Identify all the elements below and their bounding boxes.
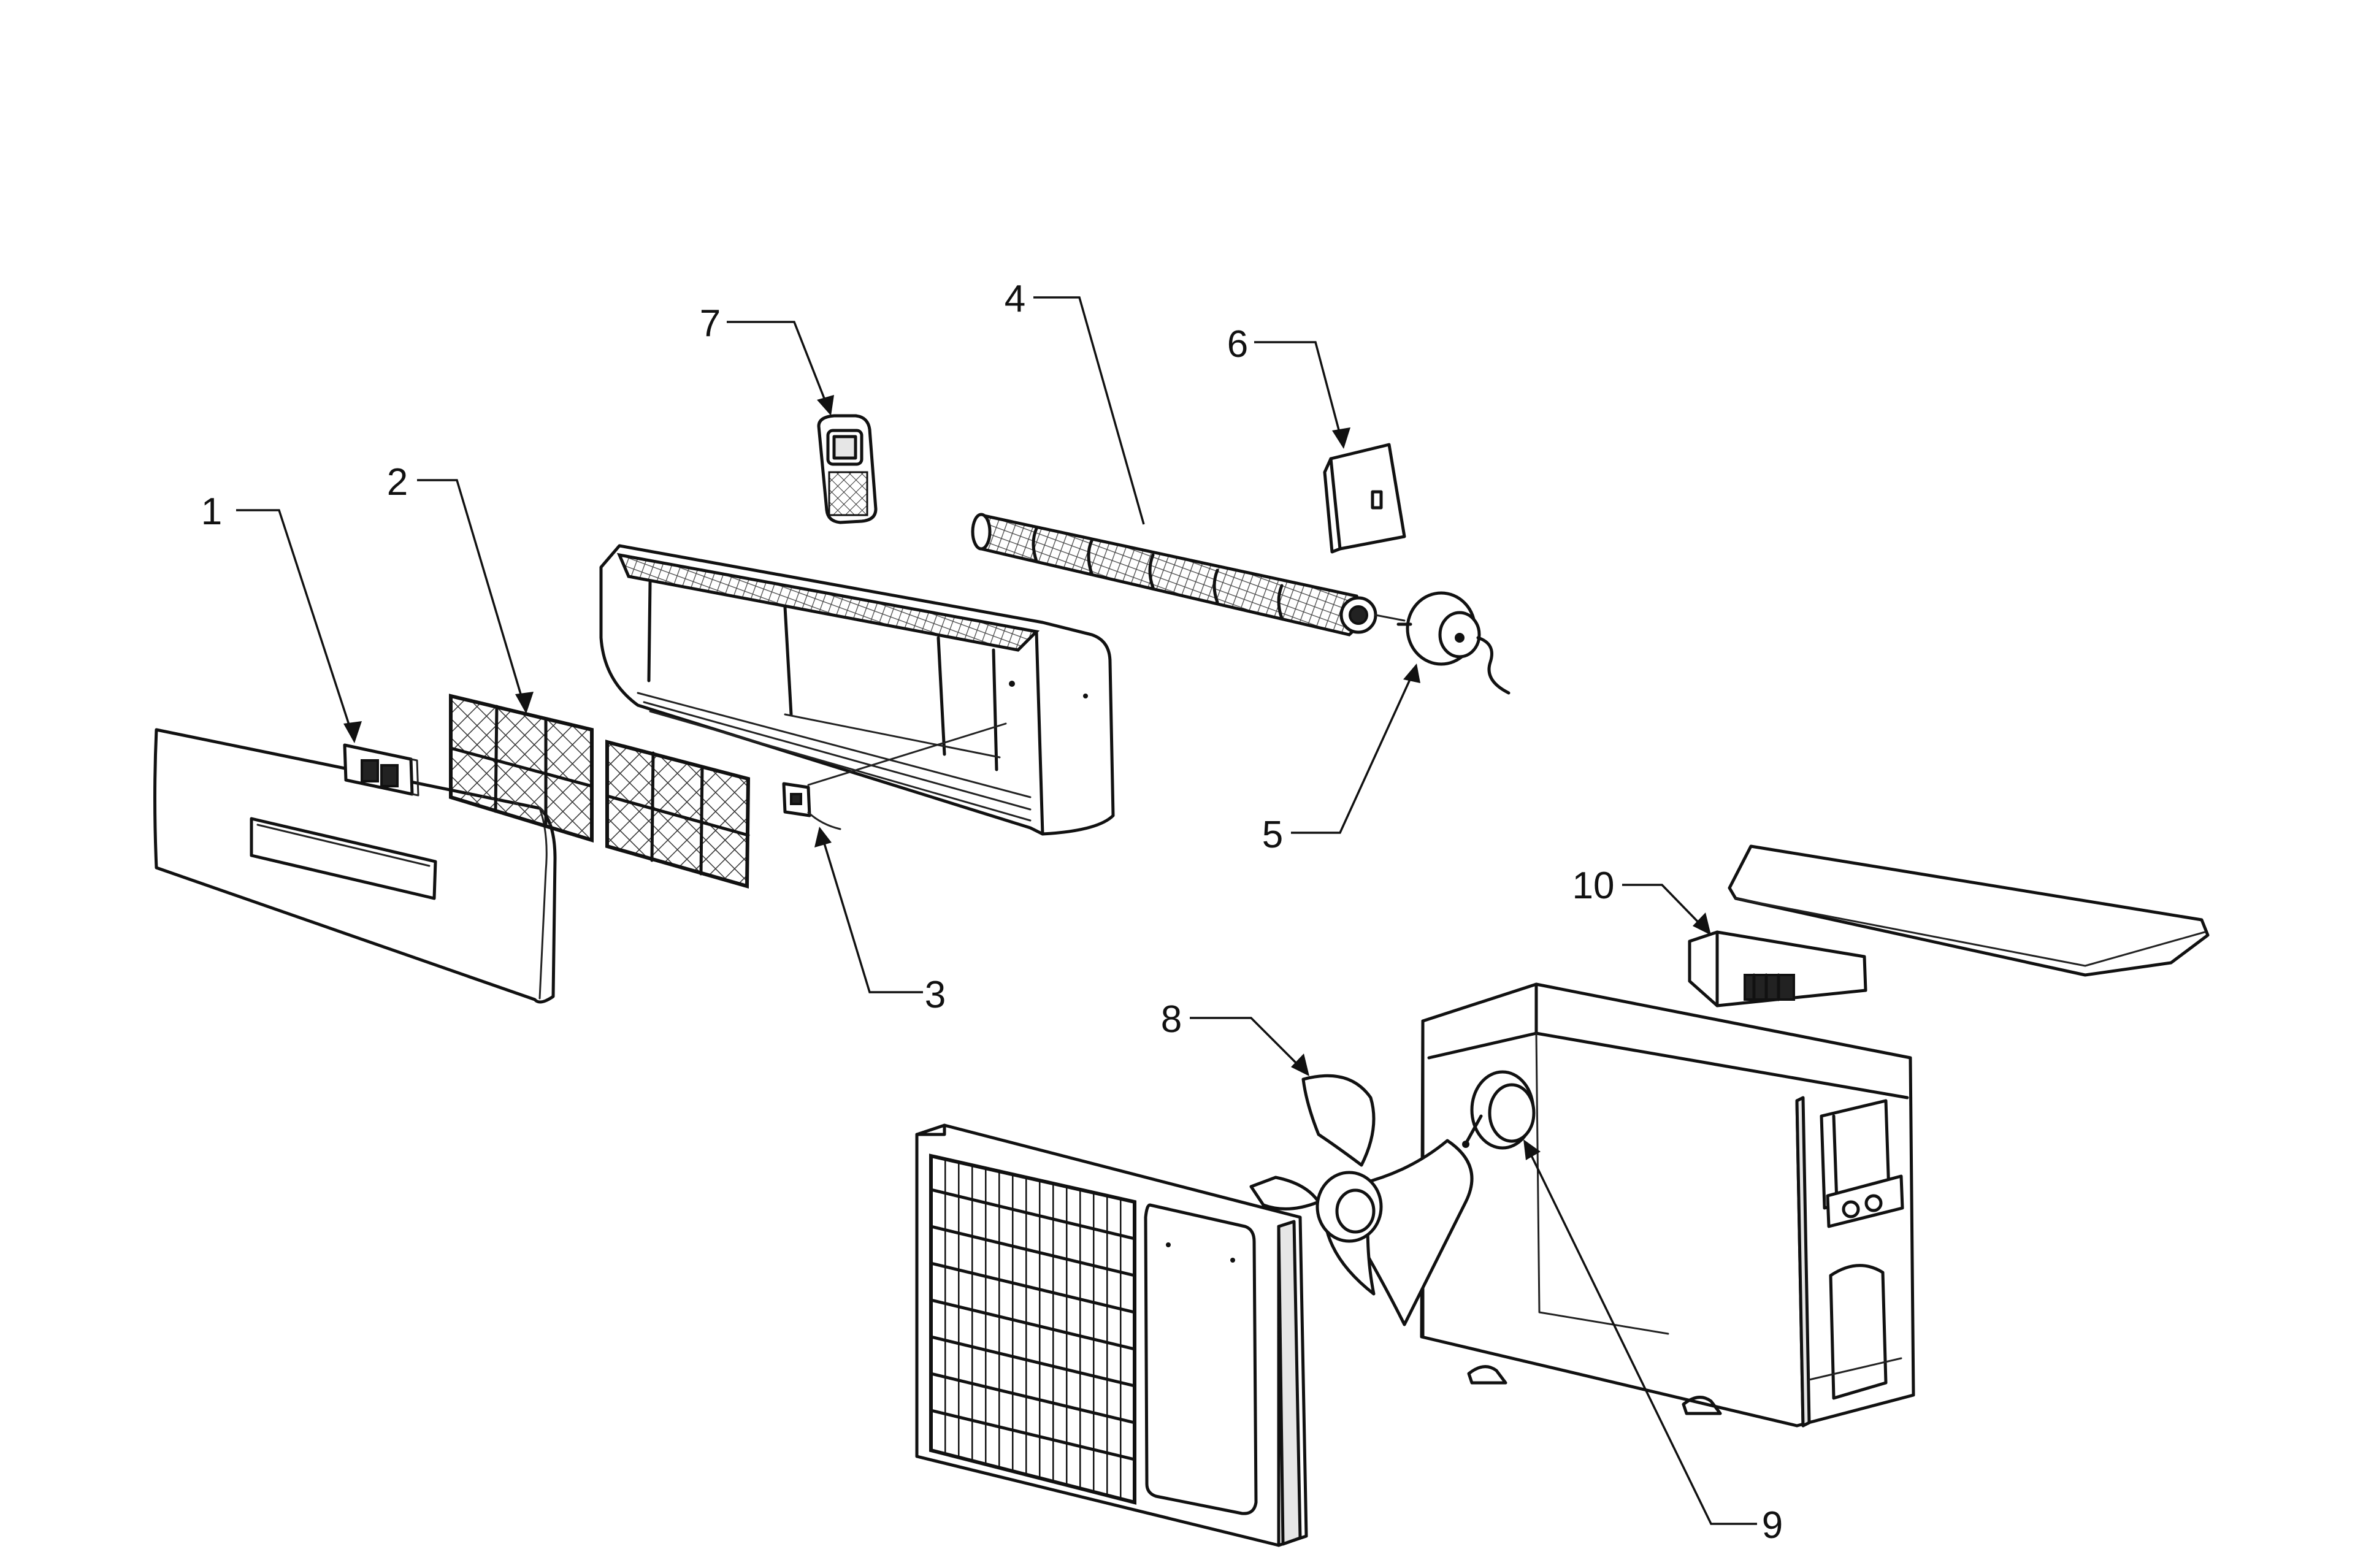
indoor-fan-motor: [1396, 591, 1511, 695]
outdoor-unit-casing: [1420, 982, 1915, 1428]
air-filter-left: [449, 694, 594, 843]
callout-6: 6: [1227, 323, 1248, 365]
air-filter-right: [605, 740, 751, 889]
outdoor-control-box: [1688, 930, 1867, 1008]
callout-9: 9: [1762, 1504, 1783, 1547]
cross-flow-fan: [971, 513, 1406, 637]
electric-control-box: [1323, 443, 1406, 554]
leader-lines: [236, 296, 1757, 1525]
callout-10: 10: [1572, 865, 1615, 907]
callout-2: 2: [387, 461, 408, 503]
remote-controller: [817, 414, 878, 524]
callout-8: 8: [1161, 998, 1182, 1041]
callout-4: 4: [1005, 278, 1025, 320]
callout-labels: 1 2 3 4 5 6 7 8 9 10: [201, 278, 1783, 1547]
indoor-unit-body: [599, 544, 1115, 836]
callout-5: 5: [1262, 814, 1283, 856]
callout-3: 3: [925, 974, 946, 1016]
outdoor-front-panel: [915, 1123, 1308, 1547]
outdoor-fan-motor: [1462, 1070, 1536, 1150]
outdoor-top-cover: [1728, 844, 2210, 977]
outdoor-axial-fan: [1249, 1074, 1474, 1326]
display-module: [343, 743, 419, 797]
callout-7: 7: [700, 302, 721, 345]
callout-1: 1: [201, 491, 222, 533]
room-temperature-sensor: [782, 722, 1007, 830]
